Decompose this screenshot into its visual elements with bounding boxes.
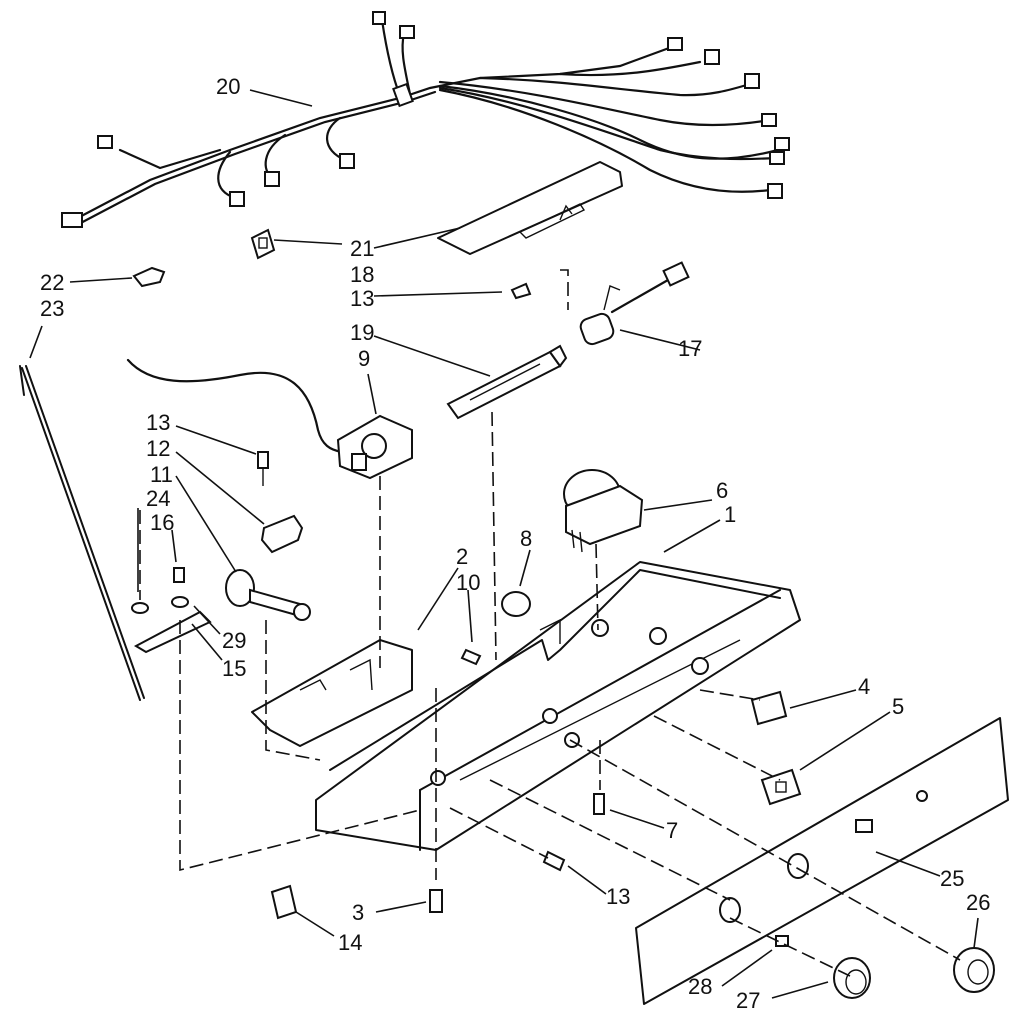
callout-26: 26 <box>966 890 990 915</box>
rod-23 <box>19 365 145 701</box>
callout-1: 1 <box>724 502 736 527</box>
callout-11: 11 <box>150 462 173 487</box>
callout-15: 15 <box>222 656 246 681</box>
callout-18: 18 <box>350 262 374 287</box>
callout-13-top: 13 <box>350 286 374 311</box>
control-panel-25 <box>635 717 1009 1005</box>
callout-14: 14 <box>338 930 362 955</box>
switch-4 <box>750 690 788 726</box>
assembly-lines <box>139 269 961 977</box>
callout-19: 19 <box>350 320 374 345</box>
callout-25: 25 <box>940 866 964 891</box>
screw-13-top <box>510 282 532 300</box>
callout-27: 27 <box>736 988 760 1013</box>
callout-4: 4 <box>858 674 870 699</box>
callout-20: 20 <box>216 74 240 99</box>
callout-2: 2 <box>456 544 468 569</box>
callout-23: 23 <box>40 296 64 321</box>
bracket-2 <box>251 639 413 747</box>
cover-plate <box>437 161 623 255</box>
callout-7: 7 <box>666 818 678 843</box>
knob-8 <box>501 591 531 617</box>
callout-28: 28 <box>688 974 712 999</box>
callout-8: 8 <box>520 526 532 551</box>
screw-13-bottom <box>542 850 566 872</box>
callout-3: 3 <box>352 900 364 925</box>
screw-13-left <box>257 451 269 486</box>
wiring-harness <box>61 11 790 228</box>
switch-5 <box>760 768 802 806</box>
callout-12: 12 <box>146 436 170 461</box>
knob-26 <box>953 947 995 993</box>
knob-27 <box>833 957 871 999</box>
callout-6: 6 <box>716 478 728 503</box>
screw-7 <box>593 793 605 815</box>
callout-5: 5 <box>892 694 904 719</box>
callout-10: 10 <box>456 570 480 595</box>
lamp-socket-17 <box>579 261 690 346</box>
bracket-22 <box>132 266 166 288</box>
clip-14 <box>270 884 298 920</box>
screw-3 <box>429 889 443 913</box>
callout-9: 9 <box>358 346 370 371</box>
lever-assembly <box>131 567 212 654</box>
leader-lines <box>29 89 979 999</box>
callout-29: 29 <box>222 628 246 653</box>
hinge-11 <box>225 569 311 621</box>
control-9 <box>126 358 413 480</box>
bracket-12 <box>260 514 304 554</box>
screw-10 <box>460 648 482 666</box>
callout-13-bottom: 13 <box>606 884 630 909</box>
housing-1 <box>315 561 801 851</box>
callout-22: 22 <box>40 270 64 295</box>
callout-24: 24 <box>146 486 170 511</box>
callout-21: 21 <box>350 236 374 261</box>
callout-16: 16 <box>150 510 174 535</box>
timer-6 <box>563 469 644 553</box>
callout-13-left: 13 <box>146 410 170 435</box>
callout-17: 17 <box>678 336 702 361</box>
callout-labels: 20 21 18 22 23 13 19 17 9 13 12 11 24 16… <box>40 74 990 1013</box>
tube-19 <box>446 344 568 420</box>
clip-21 <box>250 228 276 260</box>
